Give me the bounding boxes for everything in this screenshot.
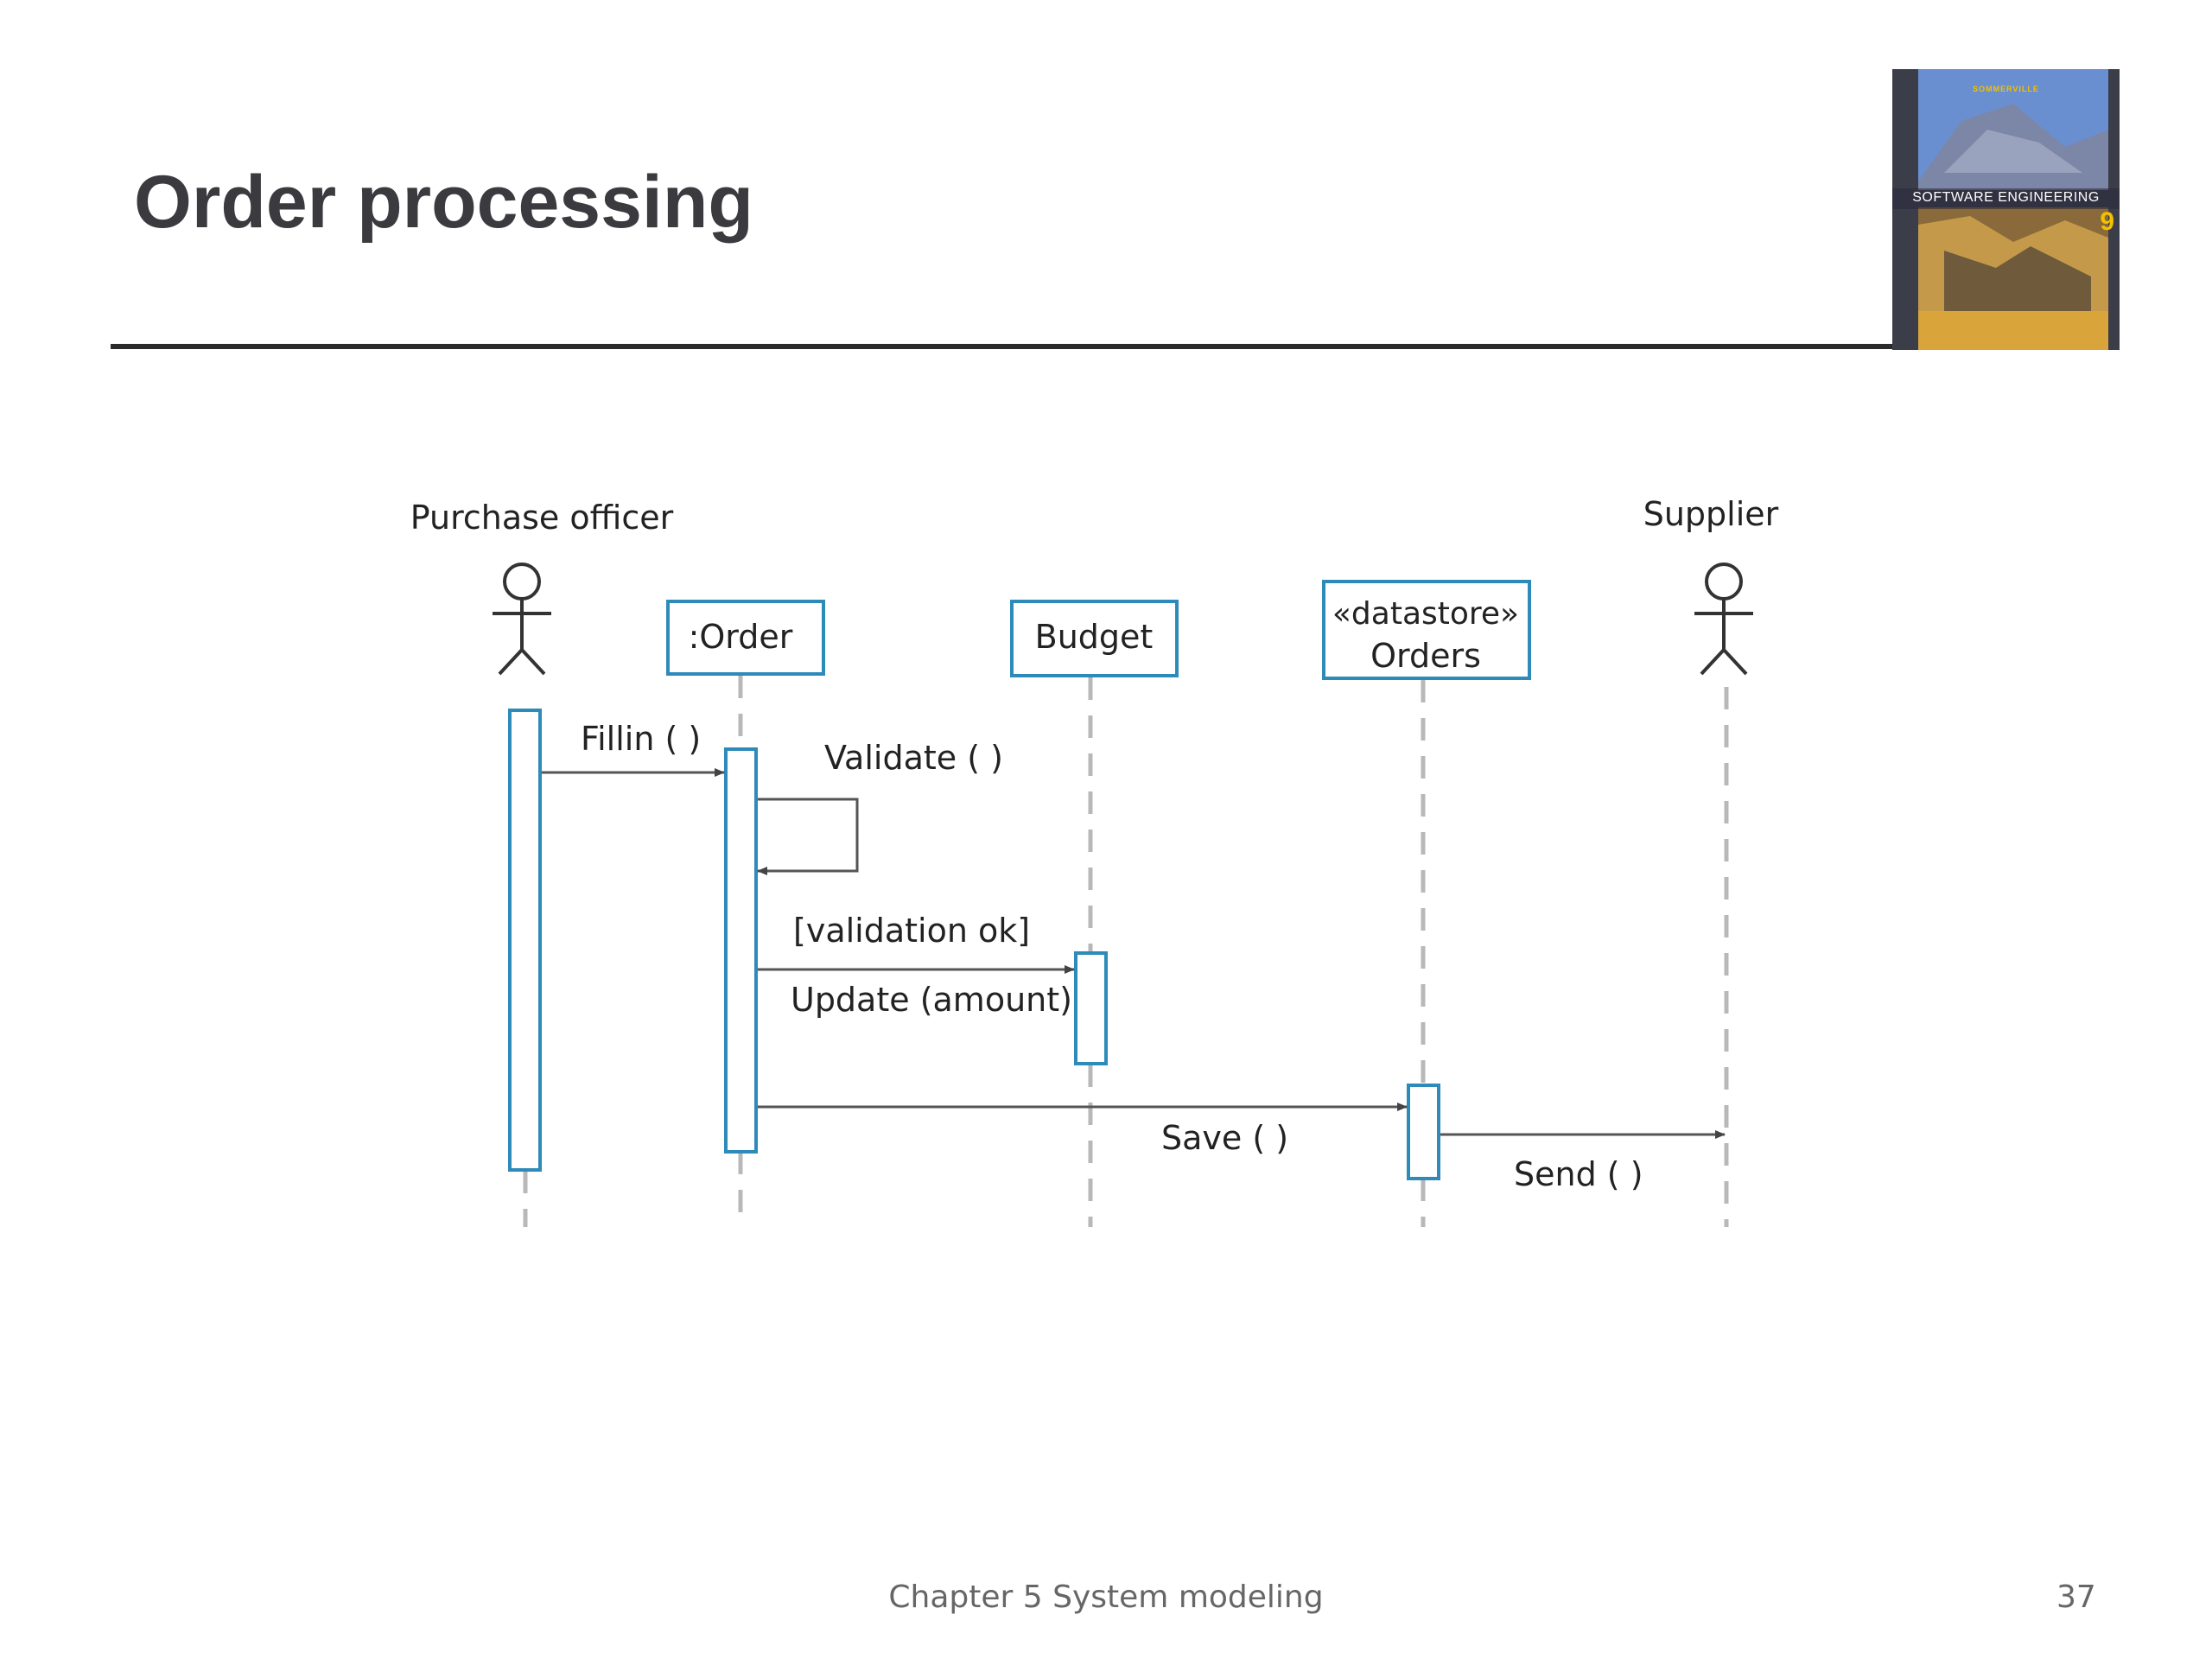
- book-cover-edition: 9: [2100, 207, 2114, 236]
- message-fillin-label: Fillin ( ): [581, 720, 701, 758]
- message-validate-arrow: [757, 798, 859, 875]
- activation-orders: [1407, 1084, 1440, 1180]
- actor-purchase-officer-label: Purchase officer: [410, 499, 674, 537]
- book-cover-title: SOFTWARE ENGINEERING: [1912, 190, 2100, 205]
- actor-supplier: Supplier: [1643, 495, 1779, 676]
- object-budget: Budget: [1010, 600, 1179, 677]
- stick-figure-icon: [1694, 563, 1753, 676]
- book-cover-art: [1892, 69, 2120, 350]
- object-orders-label: Orders: [1370, 637, 1481, 675]
- book-cover-author: SOMMERVILLE: [1973, 85, 2039, 93]
- object-orders-datastore: «datastore» Orders: [1322, 580, 1531, 680]
- message-save-label: Save ( ): [1161, 1119, 1288, 1157]
- activation-budget: [1074, 951, 1108, 1065]
- object-order: :Order: [666, 600, 825, 676]
- message-send-label: Send ( ): [1514, 1155, 1643, 1193]
- message-update-label: Update (amount): [791, 981, 1072, 1019]
- activation-order: [724, 747, 758, 1154]
- book-cover-image: SOMMERVILLE SOFTWARE ENGINEERING 9: [1892, 69, 2120, 350]
- page-number: 37: [2056, 1580, 2096, 1615]
- slide-title: Order processing: [134, 161, 753, 244]
- message-guard-label: [validation ok]: [793, 912, 1030, 950]
- book-cover-band: [1892, 188, 2120, 209]
- activation-purchase-officer: [508, 709, 542, 1172]
- object-budget-label: Budget: [1035, 618, 1154, 656]
- slide-footer: Chapter 5 System modeling: [888, 1580, 1324, 1615]
- actor-supplier-label: Supplier: [1643, 495, 1779, 533]
- object-order-label: :Order: [689, 618, 793, 656]
- object-orders-stereotype: «datastore»: [1332, 596, 1519, 632]
- stick-figure-icon: [493, 563, 551, 676]
- actor-purchase-officer: Purchase officer: [410, 499, 674, 676]
- title-divider: [111, 344, 1892, 349]
- message-validate-label: Validate ( ): [824, 739, 1003, 777]
